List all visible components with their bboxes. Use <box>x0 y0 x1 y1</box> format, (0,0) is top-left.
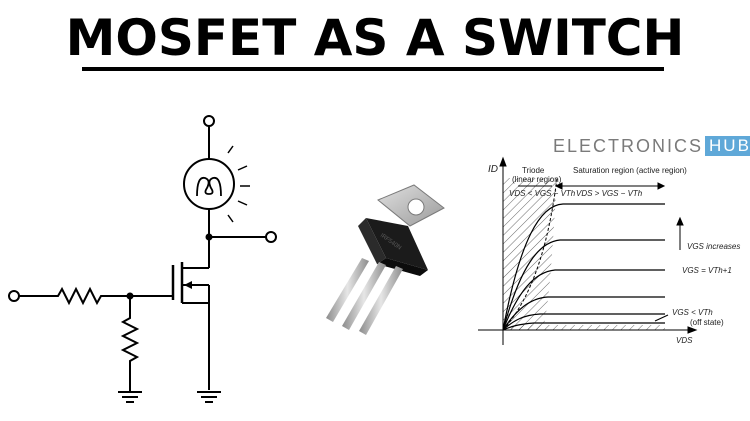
output-terminal <box>265 231 277 243</box>
y-axis-label: ID <box>488 164 498 175</box>
brand-main: ELECTRONICS <box>553 135 704 156</box>
saturation-label: Saturation region (active region) <box>573 166 687 175</box>
x-axis-label: VDS <box>676 336 693 345</box>
input-terminal <box>8 290 20 302</box>
vgs-increases-label: VGS increases <box>687 242 741 251</box>
saturation-condition: VDS > VGS − VTh <box>576 189 643 198</box>
title-underline <box>82 67 664 71</box>
electronics-hub-logo: ELECTRONICS HUB <box>553 136 750 156</box>
vgs-th1-label: VGS = VTh+1 <box>682 266 732 275</box>
triode-label: Triode <box>522 166 545 175</box>
triode-condition: VDS < VGS − VTh <box>509 189 576 198</box>
off-state-label: (off state) <box>690 318 724 327</box>
triode-sub-label: (linear region) <box>512 175 562 184</box>
vgs-lt-th-label: VGS < VTh <box>672 308 713 317</box>
brand-badge: HUB <box>705 136 750 156</box>
page-title: MOSFET AS A SWITCH <box>65 9 685 67</box>
